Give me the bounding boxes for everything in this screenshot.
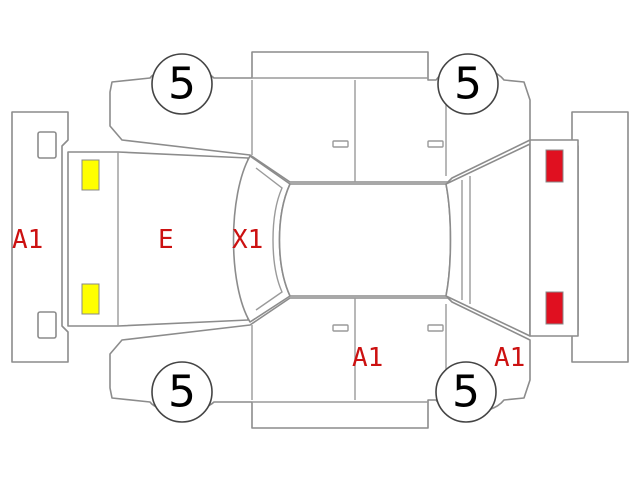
wheel-rear-left-rating: 5 [454,59,482,110]
roof [278,183,452,297]
front-lamps [81,159,100,315]
rear-lamps [545,149,564,325]
wheel-front-left: 5 [151,53,213,115]
wheel-rear-right: 5 [435,361,497,423]
mark-rear-fender-right: A1 [494,343,525,373]
mark-rear-door-right: A1 [352,343,383,373]
left-side-body [109,51,531,183]
rear-bumper [571,111,629,363]
front-bumper [11,111,69,363]
front-lamp-bottom [81,283,100,315]
mark-windshield: X1 [232,225,263,255]
wheel-front-right-rating: 5 [168,367,196,418]
wheel-front-left-rating: 5 [168,59,196,110]
wheel-rear-right-rating: 5 [452,367,480,418]
rear-lamp-bottom [545,291,564,325]
mark-hood: E [158,225,174,255]
wheel-front-right: 5 [151,361,213,423]
front-lamp-top [81,159,100,191]
wheel-rear-left: 5 [437,53,499,115]
mark-front-bumper: A1 [12,225,43,255]
rear-lamp-top [545,149,564,183]
rear-window [445,139,579,337]
